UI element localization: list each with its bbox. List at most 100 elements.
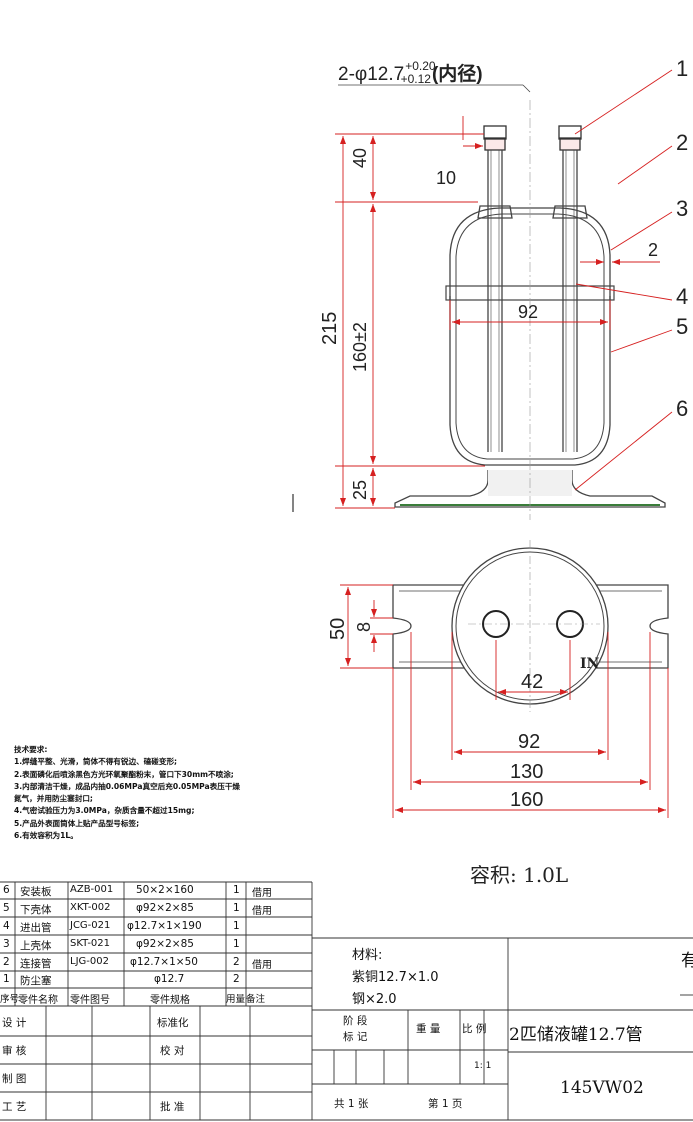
part-code: XKT-002 <box>70 902 111 913</box>
dim-10: 10 <box>436 168 456 188</box>
front-view <box>394 100 666 520</box>
part-spec: φ12.7×1×190 <box>127 920 202 932</box>
tube-left <box>477 125 513 452</box>
dim-92-bottom: 92 <box>518 731 540 753</box>
dim-92-top: 92 <box>518 302 538 322</box>
review-label: 审 核 <box>2 1045 27 1057</box>
mark-label: 标 记 <box>343 1031 368 1043</box>
design-label: 设 计 <box>2 1017 27 1029</box>
balloon-2: 2 <box>676 130 688 155</box>
dim-25: 25 <box>350 480 370 500</box>
part-qty: 2 <box>233 956 240 968</box>
sheets-label: 共 1 张 <box>334 1098 369 1110</box>
header-name: 零件名称 <box>18 995 58 1006</box>
dim-160-tol: 160±2 <box>350 322 370 372</box>
material-label: 材料: <box>352 948 383 963</box>
front-dim-labels: 2-φ12.7+0.20+0.12(内径) 40 10 215 160±2 25… <box>319 59 658 500</box>
note-item: 1.焊缝平整、光滑，筒体不得有锐边、磕碰变形; <box>14 757 178 767</box>
front-dimensions <box>335 116 660 509</box>
header-code: 零件图号 <box>70 995 110 1006</box>
part-no: 3 <box>3 938 10 950</box>
standard-label: 标准化 <box>157 1017 189 1029</box>
header-note: 备注 <box>246 994 266 1005</box>
balloons: 1 2 3 4 5 6 <box>676 56 688 421</box>
part-qty: 1 <box>233 920 240 932</box>
drawing-number: 145VW02 <box>560 1078 644 1098</box>
note-item: 氮气，并用防尘塞封口; <box>14 794 93 804</box>
part-no: 2 <box>3 956 10 968</box>
note-item: 4.气密试验压力为3.0MPa，杂质含量不超过15mg; <box>14 806 195 816</box>
part-name: 进出管 <box>20 922 52 934</box>
volume-label: 容积: 1.0L <box>470 863 569 887</box>
stage-label: 阶 段 <box>343 1015 368 1027</box>
balloon-6: 6 <box>676 396 688 421</box>
notes-heading: 技术要求: <box>14 745 48 754</box>
balloon-leaders <box>574 69 673 491</box>
parts-list-grid <box>0 881 313 1120</box>
part-code: AZB-001 <box>70 884 114 895</box>
note-item: 3.内部清洁干燥，成品内抽0.06MPa真空后充0.05MPa表压干燥 <box>14 781 241 791</box>
sheet-no-label: 第 1 页 <box>428 1098 463 1110</box>
dim-215: 215 <box>319 312 341 345</box>
part-no: 5 <box>3 902 10 914</box>
note-item: 5.产品外表面筒体上贴产品型号标签; <box>14 818 140 828</box>
material-2: 钢×2.0 <box>352 992 397 1007</box>
check-label: 校 对 <box>160 1045 185 1057</box>
approve-label: 批 准 <box>160 1101 185 1113</box>
tube-spec-label: 2-φ12.7+0.20+0.12(内径) <box>338 59 483 86</box>
part-name: 上壳体 <box>20 940 52 952</box>
part-spec: φ92×2×85 <box>136 938 194 950</box>
part-no: 6 <box>3 884 10 896</box>
dim-160-bottom: 160 <box>510 789 543 811</box>
part-name: 安装板 <box>20 886 52 898</box>
weight-label: 重 量 <box>416 1023 441 1035</box>
balloon-5: 5 <box>676 314 688 339</box>
product-name: 2匹储液罐12.7管 <box>509 1025 643 1045</box>
process-label: 工 艺 <box>2 1101 27 1113</box>
technical-requirements: 技术要求: 1.焊缝平整、光滑，筒体不得有锐边、磕碰变形; 2.表面磷化后喷涂黑… <box>14 744 294 842</box>
part-code: JCG-021 <box>70 920 111 931</box>
scale-value: 1: 1 <box>474 1061 492 1071</box>
dim-42: 42 <box>521 671 543 693</box>
note-item: 6.有效容积为1L。 <box>14 831 78 841</box>
dim-50: 50 <box>327 618 349 640</box>
part-code: SKT-021 <box>70 938 111 949</box>
part-note: 借用 <box>252 960 272 971</box>
header-spec: 零件规格 <box>150 995 190 1006</box>
balloon-1: 1 <box>676 56 688 81</box>
part-name: 下壳体 <box>20 904 52 916</box>
part-spec: 50×2×160 <box>136 884 194 896</box>
part-no: 1 <box>3 973 10 985</box>
inlet-tube <box>482 610 510 638</box>
part-qty: 1 <box>233 884 240 896</box>
top-view <box>392 540 669 712</box>
part-note: 借用 <box>252 906 272 917</box>
dim-40: 40 <box>350 148 370 168</box>
part-qty: 2 <box>233 973 240 985</box>
company-name-partial: 有 <box>681 951 693 971</box>
part-no: 4 <box>3 920 10 932</box>
part-spec: φ12.7×1×50 <box>130 956 198 968</box>
balloon-3: 3 <box>676 196 688 221</box>
header-qty: 用量 <box>226 994 246 1005</box>
scale-label: 比 例 <box>462 1023 487 1035</box>
header-no: 序号 <box>0 994 20 1005</box>
dim-8: 8 <box>354 622 374 632</box>
dim-2: 2 <box>648 240 658 260</box>
title-block-grid <box>0 937 693 1121</box>
part-spec: φ92×2×85 <box>136 902 194 914</box>
drawing-label: 制 图 <box>2 1073 27 1085</box>
part-code: LJG-002 <box>70 956 109 967</box>
top-dimensions <box>340 584 669 818</box>
part-qty: 1 <box>233 938 240 950</box>
top-dim-labels: 50 8 42 92 130 160 <box>327 618 543 811</box>
dim-130: 130 <box>510 761 543 783</box>
material-1: 紫铜12.7×1.0 <box>352 970 439 985</box>
note-item: 2.表面磷化后喷涂黑色方光环氧聚酯粉末，管口下30mm不喷涂; <box>14 769 234 779</box>
tube-right <box>552 125 588 452</box>
balloon-4: 4 <box>676 284 688 309</box>
part-spec: φ12.7 <box>154 973 185 985</box>
part-qty: 1 <box>233 902 240 914</box>
in-label: IN <box>580 656 600 672</box>
